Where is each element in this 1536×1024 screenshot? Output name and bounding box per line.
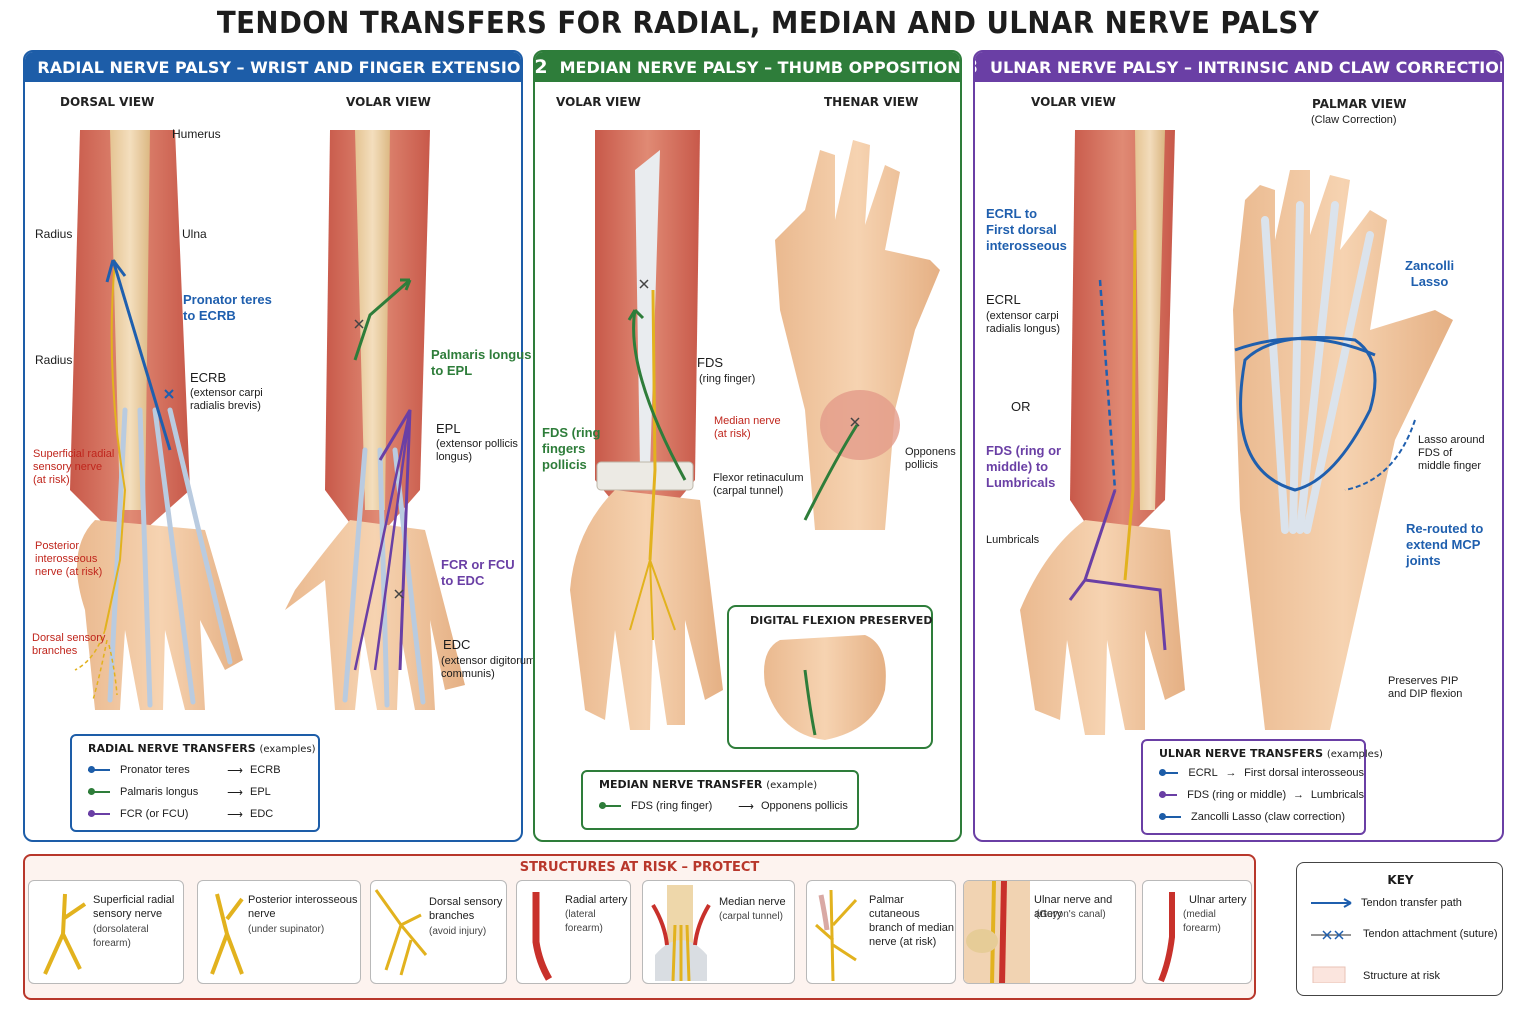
ulnar-palmar-hand (1233, 170, 1453, 730)
label-fds-to-lumbricals: FDS (ring or middle) to Lumbricals (986, 443, 1062, 490)
carpal-tunnel-icon (651, 885, 711, 981)
risk-card-radial-artery: Radial artery (lateral forearm) (516, 880, 631, 984)
label-lumbricals: Lumbricals (986, 534, 1040, 546)
label-posterior-interosseous: Posterior interosseous nerve (at risk) (35, 540, 103, 578)
guyons-canal-icon (964, 881, 1030, 983)
panel-title: RADIAL NERVE PALSY – WRIST AND FINGER EX… (37, 57, 523, 77)
risk-card-posterior-interosseous: Posterior interosseous nerve (under supi… (197, 880, 361, 984)
label-pronator-teres-to-ecrb: Pronator teres to ECRB (183, 292, 272, 323)
label-dorsal-sensory: Dorsal sensory branches (32, 632, 106, 657)
view-heading-volar: VOLAR VIEW (556, 95, 641, 109)
label-digital-flexion-preserved: DIGITAL FLEXION PRESERVED (750, 614, 933, 627)
nerve-branches-icon (374, 889, 428, 976)
panel-ulnar: 3 ULNAR NERVE PALSY – INTRINSIC AND CLAW… (973, 50, 1504, 842)
label-superficial-radial-nerve: Superficial radial sensory nerve (at ris… (33, 448, 115, 486)
label-ecrl-sub: (extensor carpi radialis longus) (986, 310, 1060, 335)
page-title: TENDON TRANSFERS FOR RADIAL, MEDIAN AND … (216, 6, 1320, 41)
label-rerouted-mcp: Re-routed to extend MCP joints (1406, 521, 1484, 568)
label-median-nerve: Median nerve (at risk) (714, 415, 781, 440)
label-ecrl: ECRL (986, 292, 1021, 307)
dorsal-forearm (70, 130, 243, 710)
key-icons (1311, 898, 1352, 983)
key-box: KEY Tendon transfer path Tendon attachme… (1296, 862, 1503, 996)
key-row-attachment: Tendon attachment (suture) (1363, 928, 1498, 940)
panel-ulnar-header: 3 ULNAR NERVE PALSY – INTRINSIC AND CLAW… (975, 52, 1502, 82)
median-illustration (570, 130, 940, 749)
label-fds-sub: (ring finger) (699, 373, 756, 385)
label-epl: EPL (436, 421, 461, 436)
key-title: KEY (1387, 873, 1414, 887)
radial-illustration (70, 130, 465, 710)
legend-title: RADIAL NERVE TRANSFERS (examples) (88, 742, 316, 755)
legend-row: Pronator teres⟶ECRB (72, 759, 318, 781)
volar-forearm (285, 130, 465, 710)
panel-number: 2 (534, 56, 548, 78)
artery-icon (1158, 892, 1175, 983)
label-palmaris-to-epl: Palmaris longus to EPL (431, 347, 532, 378)
panel-title: ULNAR NERVE PALSY – INTRINSIC AND CLAW C… (990, 57, 1504, 77)
ulnar-volar-forearm (1020, 130, 1185, 735)
panel-number: 1 (25, 56, 26, 78)
label-lasso-around-fds: Lasso around FDS of middle finger (1418, 434, 1485, 472)
label-zancolli-lasso: Zancolli Lasso (1405, 258, 1455, 289)
median-legend: MEDIAN NERVE TRANSFER (example) FDS (rin… (581, 770, 859, 830)
legend-row: FDS (ring finger)⟶Opponens pollicis (583, 795, 857, 817)
legend-row: ECRL→First dorsal interosseous (1143, 762, 1364, 784)
panel-number: 3 (975, 56, 978, 78)
risk-card-ulnar-artery: Ulnar artery (medial forearm) (1142, 880, 1252, 984)
label-fds-ring-fingers: FDS (ring fingers pollicis (542, 425, 601, 472)
risk-card-superficial-radial: Superficial radial sensory nerve (dorsol… (28, 880, 184, 984)
ulnar-illustration (1020, 130, 1453, 735)
legend-row: Zancolli Lasso (claw correction) (1143, 806, 1364, 828)
key-row-structure-at-risk: Structure at risk (1363, 970, 1441, 982)
risk-card-dorsal-sensory: Dorsal sensory branches (avoid injury) (370, 880, 507, 984)
legend-row: Palmaris longus⟶EPL (72, 781, 318, 803)
label-flexor-retinaculum: Flexor retinaculum (carpal tunnel) (713, 472, 804, 497)
risk-card-ulnar-nerve-artery: Ulnar nerve and artery (Guyon's canal) (963, 880, 1136, 984)
label-edc-sub: (extensor digitorum communis) (441, 655, 536, 680)
panel-radial-header: 1 RADIAL NERVE PALSY – WRIST AND FINGER … (25, 52, 521, 82)
label-radius-2: Radius (35, 353, 73, 367)
view-heading-thenar: THENAR VIEW (824, 95, 919, 109)
label-humerus: Humerus (172, 127, 221, 141)
radial-legend: RADIAL NERVE TRANSFERS (examples) Pronat… (70, 734, 320, 832)
risk-card-median-nerve: Median nerve (carpal tunnel) (642, 880, 795, 984)
label-ulna: Ulna (182, 227, 207, 241)
legend-title: MEDIAN NERVE TRANSFER (example) (599, 778, 818, 791)
artery-icon (532, 892, 553, 981)
label-fds: FDS (697, 355, 723, 370)
nerve-branches-icon (815, 889, 858, 981)
label-or: OR (1011, 399, 1031, 414)
label-epl-sub: (extensor pollicis longus) (436, 438, 518, 463)
key-row-transfer-path: Tendon transfer path (1361, 897, 1462, 909)
nerve-icon (43, 893, 87, 975)
label-claw-correction: (Claw Correction) (1311, 114, 1397, 126)
label-ecrb-sub: (extensor carpi radialis brevis) (190, 387, 263, 412)
label-fcr-to-edc: FCR or FCU to EDC (441, 557, 515, 588)
label-preserves-pip-dip: Preserves PIP and DIP flexion (1388, 675, 1463, 700)
label-opponens-pollicis: Opponens pollicis (905, 446, 956, 471)
nerve-icon (210, 893, 244, 975)
fist-illustration (764, 635, 886, 740)
panel-title: MEDIAN NERVE PALSY – THUMB OPPOSITION (559, 57, 961, 77)
label-radius: Radius (35, 227, 73, 241)
panel-median-header: 2 MEDIAN NERVE PALSY – THUMB OPPOSITION (535, 52, 960, 82)
legend-row: FDS (ring or middle)→Lumbricals (1143, 784, 1364, 806)
view-heading-dorsal: DORSAL VIEW (60, 95, 155, 109)
risk-title: STRUCTURES AT RISK – PROTECT (519, 860, 760, 875)
label-edc: EDC (443, 637, 471, 652)
view-heading-volar: VOLAR VIEW (1031, 95, 1116, 109)
legend-row: FCR (or FCU)⟶EDC (72, 803, 318, 825)
ulnar-legend: ULNAR NERVE TRANSFERS (examples) ECRL→Fi… (1141, 739, 1383, 835)
view-heading-palmar: PALMAR VIEW (1312, 97, 1407, 111)
median-volar-forearm (570, 130, 723, 730)
median-thenar-hand (775, 140, 940, 530)
legend-title: ULNAR NERVE TRANSFERS (examples) (1159, 747, 1383, 760)
label-ecrb: ECRB (190, 370, 227, 385)
view-heading-volar: VOLAR VIEW (346, 95, 431, 109)
risk-card-palmar-cutaneous: Palmar cutaneous branch of median nerve … (806, 880, 956, 984)
label-ecrl-to-first-dorsal: ECRL to First dorsal interosseous (986, 206, 1067, 253)
